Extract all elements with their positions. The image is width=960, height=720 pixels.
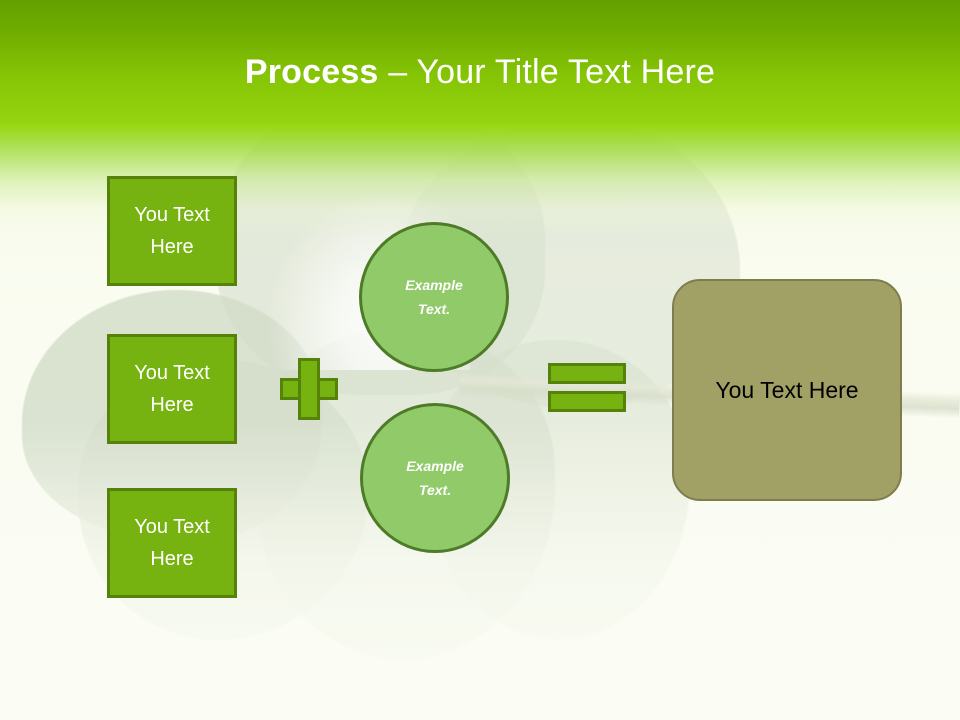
equals-icon-top-bar bbox=[548, 363, 626, 384]
input-box-3-line2: Here bbox=[150, 548, 194, 570]
example-circle-1-line2: Text. bbox=[417, 301, 451, 317]
input-box-3-line1: You Text bbox=[134, 516, 210, 538]
input-box-1-label: You Text Here bbox=[134, 199, 210, 263]
page-title: Process – Your Title Text Here bbox=[0, 50, 960, 94]
example-circle-1-label: Example Text. bbox=[405, 273, 463, 321]
input-box-3[interactable]: You Text Here bbox=[107, 488, 237, 598]
input-box-2-line2: Here bbox=[150, 394, 194, 416]
example-circle-2-line2: Text. bbox=[418, 482, 452, 498]
input-box-2-line1: You Text bbox=[134, 362, 210, 384]
result-box-label: You Text Here bbox=[715, 376, 859, 403]
example-circle-2-label: Example Text. bbox=[406, 454, 464, 502]
example-circle-2-line1: Example bbox=[406, 458, 464, 474]
plus-icon bbox=[280, 358, 338, 420]
example-circle-1-line1: Example bbox=[405, 277, 463, 293]
input-box-3-label: You Text Here bbox=[134, 511, 210, 575]
input-box-1-line2: Here bbox=[150, 236, 194, 258]
title-bar bbox=[0, 0, 960, 124]
example-circle-2[interactable]: Example Text. bbox=[360, 403, 510, 553]
equals-icon-bottom-bar bbox=[548, 391, 626, 412]
page-title-bold: Process bbox=[244, 53, 379, 91]
input-box-1-line1: You Text bbox=[134, 204, 210, 226]
page-title-rest: – Your Title Text Here bbox=[378, 53, 716, 91]
example-circle-1[interactable]: Example Text. bbox=[359, 222, 509, 372]
equals-icon bbox=[548, 363, 626, 412]
input-box-2-label: You Text Here bbox=[134, 357, 210, 421]
input-box-2[interactable]: You Text Here bbox=[107, 334, 237, 444]
input-box-1[interactable]: You Text Here bbox=[107, 176, 237, 286]
plus-icon-center bbox=[301, 381, 317, 397]
result-box[interactable]: You Text Here bbox=[672, 279, 902, 501]
